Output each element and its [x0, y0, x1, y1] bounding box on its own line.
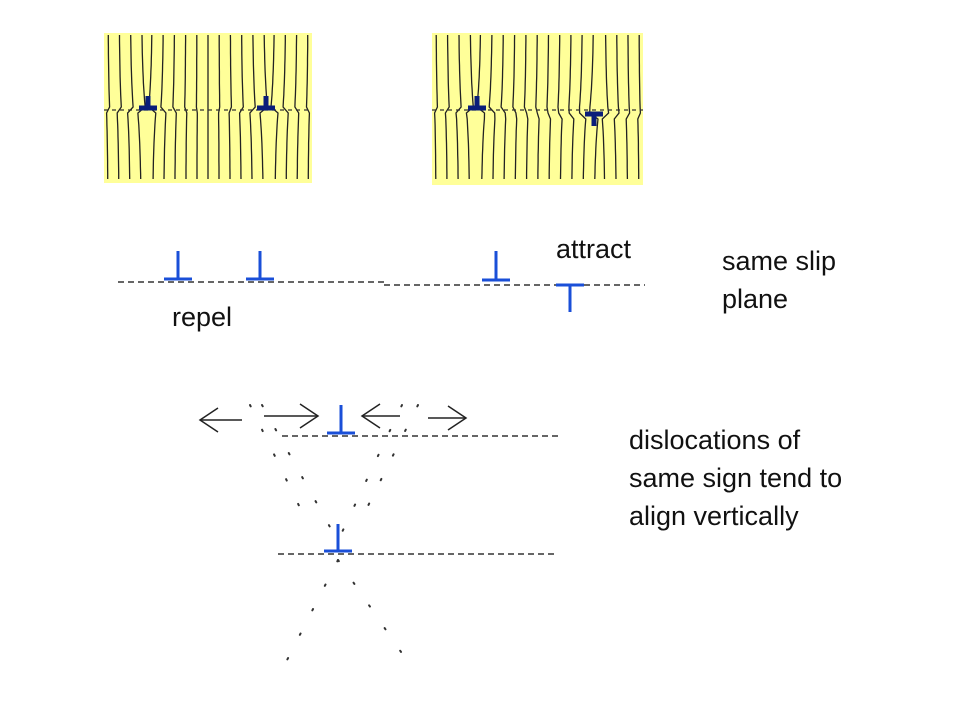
lattice-plane-line [217, 35, 221, 179]
label-line: align vertically [629, 501, 799, 531]
lattice-plane-line [238, 35, 244, 180]
lattice-panel-opposite-sign [432, 33, 643, 185]
lattice-plane-line [294, 34, 300, 180]
lattice-plane-line [444, 35, 450, 179]
lattice-plane-line [184, 35, 188, 179]
label-line: dislocations of [629, 425, 801, 455]
lattice-plane-line [488, 34, 496, 180]
lattice-plane-line [535, 35, 540, 179]
lattice-panel-same-sign [104, 33, 312, 183]
attract-label: attract [556, 234, 632, 264]
lattice-plane-line [126, 34, 134, 180]
lattice-plane-line [160, 35, 167, 180]
lattice-plane-line [172, 34, 177, 179]
edge-dislocation-symbol-inverted [556, 283, 584, 312]
lattice-plane-line [601, 34, 610, 180]
label-line: plane [722, 284, 789, 314]
lattice-planes [433, 34, 642, 180]
lattice-plane-line [228, 34, 233, 179]
lattice-plane-line [637, 35, 642, 179]
lattice-plane-line [282, 35, 289, 179]
lattice-plane-line [512, 34, 518, 180]
lattice-plane-line [455, 34, 462, 180]
lattice-plane-line [568, 35, 575, 180]
lattice-plane-line [546, 34, 552, 179]
edge-dislocation-symbol [139, 96, 157, 111]
stress-field-dotted-lines [249, 404, 419, 669]
lattice-plane-line [116, 35, 122, 179]
lattice-plane-line [523, 35, 529, 179]
edge-dislocation-symbol [327, 405, 355, 435]
same-slip-plane-row [118, 251, 645, 312]
lattice-plane-line [249, 34, 256, 180]
arrow-right-icon [264, 403, 320, 429]
label-line: same slip [722, 246, 837, 276]
lattice-plane-line [500, 35, 507, 180]
repel-label: repel [172, 302, 233, 332]
lattice-plane-line [613, 35, 620, 180]
force-arrows [198, 403, 468, 433]
edge-dislocation-symbol [324, 524, 352, 553]
lattice-plane-line [105, 35, 111, 179]
same-slip-plane-label: same slip plane [722, 242, 836, 318]
arrow-left-icon [360, 403, 400, 429]
lattice-plane-line [625, 35, 631, 180]
lattice-plane-line [557, 35, 563, 180]
edge-dislocation-symbol [468, 96, 486, 111]
edge-dislocation-symbol [164, 251, 192, 281]
edge-dislocation-symbol [257, 96, 275, 111]
lattice-plane-line [305, 35, 311, 179]
edge-dislocation-symbol [246, 251, 274, 281]
lattice-plane-line [433, 34, 439, 180]
lattice-plane-line [195, 35, 198, 179]
label-line: same sign tend to [629, 463, 843, 493]
arrow-right-icon [428, 405, 468, 431]
lattice-plane-line [578, 34, 587, 180]
edge-dislocation-symbol-inverted [585, 111, 603, 126]
lattice-plane-line [589, 34, 599, 180]
align-vertically-label: dislocations of same sign tend to align … [629, 421, 842, 535]
edge-dislocation-symbol [482, 251, 510, 282]
vertical-alignment-group [198, 403, 560, 669]
arrow-left-icon [198, 407, 242, 433]
